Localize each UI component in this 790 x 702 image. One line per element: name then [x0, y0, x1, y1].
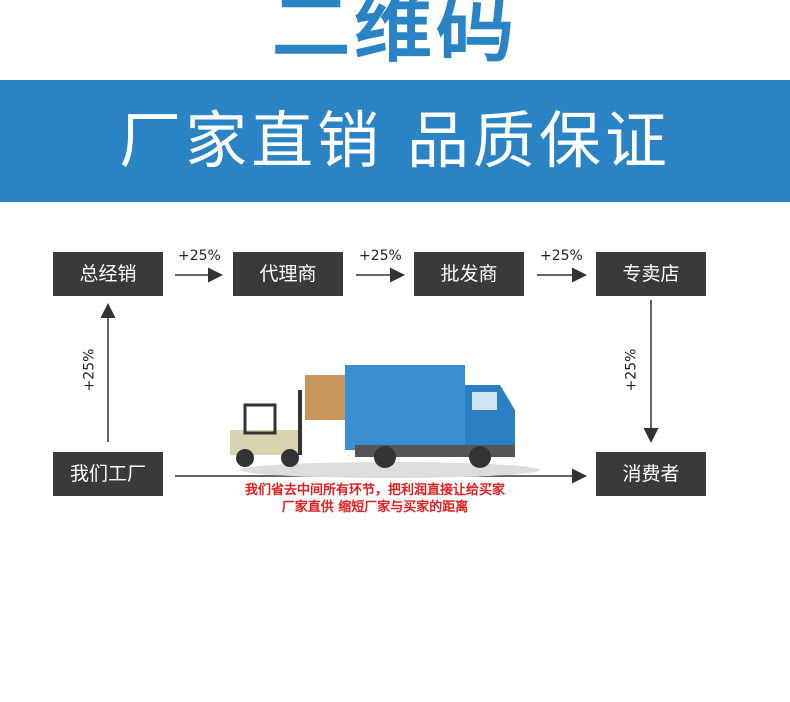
note-line-2: 厂家直供 缩短厂家与买家的距离 [281, 500, 469, 515]
store-box: 专卖店 [596, 252, 706, 296]
markup-label: +25% [178, 248, 221, 264]
wholesaler-box: 批发商 [414, 252, 524, 296]
truck-forklift-illustration [230, 365, 540, 478]
consumer-box: 消费者 [596, 452, 706, 496]
markup-label: +25% [540, 248, 583, 264]
markup-label: +25% [359, 248, 402, 264]
factory-box: 我们工厂 [53, 452, 163, 496]
page-title: 二维码 [271, 0, 518, 73]
dealer-box: 总经销 [53, 252, 163, 296]
markup-label: +25% [81, 348, 98, 392]
banner-slogan: 厂家直销 品质保证 [0, 80, 790, 202]
note-line-1: 我们省去中间所有环节，把利润直接让给买家 [244, 483, 505, 498]
agent-box: 代理商 [233, 252, 343, 296]
markup-label: +25% [623, 348, 640, 392]
